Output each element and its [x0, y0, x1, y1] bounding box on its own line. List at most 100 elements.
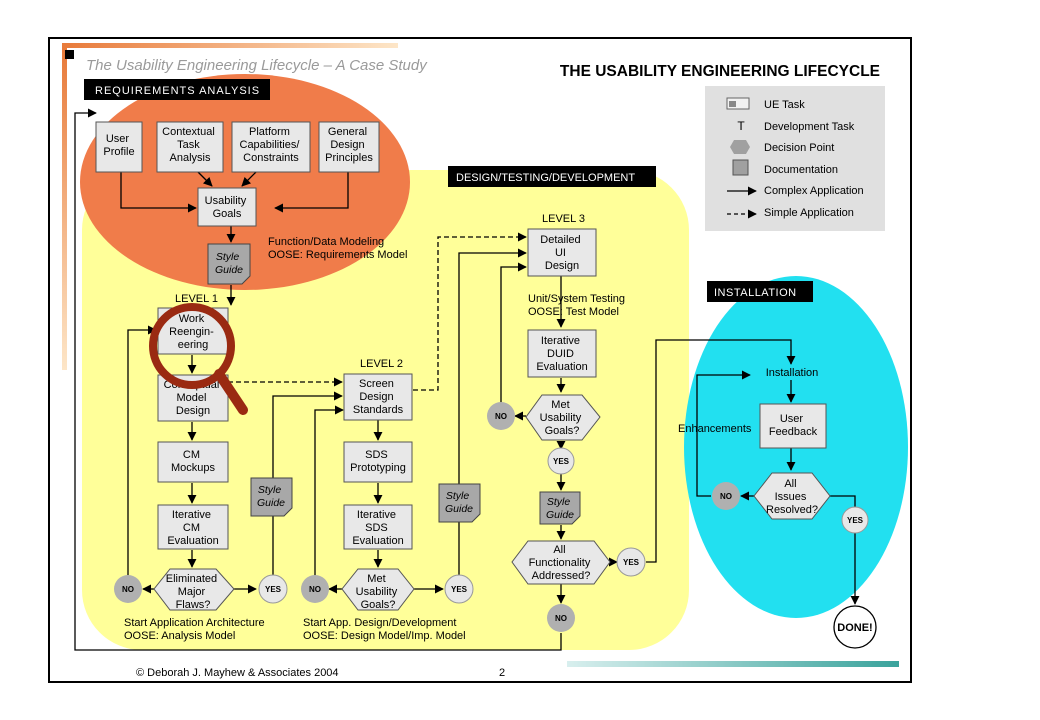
design-label: DESIGN/TESTING/DEVELOPMENT [456, 172, 635, 184]
top-accent-bar [62, 43, 398, 48]
requirements-dev-note: Function/Data Modeling OOSE: Requirement… [268, 236, 407, 261]
legend-label-development-task: Development Task [764, 121, 855, 133]
svg-text:YES: YES [623, 558, 640, 567]
svg-text:NO: NO [309, 585, 321, 594]
legend-panel [705, 86, 885, 231]
functionality-no-node: NO [547, 604, 575, 632]
flow-connectors [74, 108, 860, 651]
svg-text:User Profile: User Profile [103, 133, 134, 158]
ue-task-icon [726, 97, 750, 110]
installation-no-node: NO [712, 482, 740, 510]
slide-subtitle: The Usability Engineering Lifecycle – A … [86, 57, 428, 74]
level3-no-node: NO [487, 402, 515, 430]
svg-text:Iterative SDS Eval: Iterative SDS Evaluation [352, 509, 403, 547]
svg-text:All Functionality: All Functionality Addressed? [529, 544, 594, 582]
installation-label: INSTALLATION [714, 287, 797, 299]
svg-text:General Design Pri: General Design Principles [325, 126, 373, 164]
level3-label: LEVEL 3 [542, 213, 585, 225]
sds-prototyping-box: SDS Prototyping [343, 441, 413, 483]
legend-label-complex: Complex Application [764, 185, 864, 197]
svg-text:Iterative CM Evalu: Iterative CM Evaluation [167, 509, 218, 547]
documentation-icon [732, 159, 749, 176]
functionality-addressed-decision: All Functionality Addressed? [511, 540, 611, 585]
requirements-label: REQUIREMENTS ANALYSIS [95, 85, 260, 97]
eliminated-flaws-decision: Eliminated Major Flaws? [153, 568, 235, 611]
level2-label: LEVEL 2 [360, 358, 403, 370]
simple-path-connectors [228, 232, 527, 391]
bottom-accent-bar [567, 661, 899, 667]
svg-text:User Feedback: User Feedback [769, 413, 818, 438]
level1-label: LEVEL 1 [175, 293, 218, 305]
svg-text:DONE!: DONE! [837, 622, 872, 634]
enhancements-label: Enhancements [678, 423, 752, 435]
corner-square [65, 50, 74, 59]
svg-text:Screen Design Stan: Screen Design Standards [353, 378, 404, 416]
svg-text:Usability Goals: Usability Goals [205, 195, 250, 220]
svg-text:Detailed UI Design: Detailed UI Design [540, 234, 583, 272]
magnifier-icon [149, 303, 248, 415]
svg-text:YES: YES [265, 585, 282, 594]
iterative-cm-evaluation-box: Iterative CM Evaluation [157, 504, 229, 550]
left-accent-bar [62, 48, 67, 370]
all-issues-resolved-decision: All Issues Resolved? [753, 472, 831, 520]
level1-no-node: NO [114, 575, 142, 603]
contextual-task-analysis-box: Contextual Task Analysis [156, 121, 224, 173]
level2-no-node: NO [301, 575, 329, 603]
detailed-ui-design-box: Detailed UI Design [527, 228, 597, 277]
svg-text:Work Reengin- eeri: Work Reengin- eering [169, 313, 217, 351]
svg-text:Style Guide: Style Guide [445, 490, 473, 515]
requirements-label-bg [84, 79, 270, 100]
page-number: 2 [499, 667, 505, 679]
decision-point-icon [730, 140, 750, 154]
style-guide-doc-requirements: Style Guide [207, 243, 251, 285]
cm-mockups-box: CM Mockups [157, 441, 229, 483]
svg-text:Contextual Task An: Contextual Task Analysis [162, 126, 218, 164]
svg-text:Platform Capabilities/: Platform Capabilities/ Constraints [240, 126, 303, 164]
svg-text:All Issues Resolve: All Issues Resolved? [766, 478, 818, 516]
design-label-bg [448, 166, 656, 187]
legend-label-decision-point: Decision Point [764, 142, 834, 154]
level3-yes-node: YES [547, 447, 575, 475]
level2-usability-goals-decision: Met Usability Goals? [341, 568, 415, 611]
iterative-sds-evaluation-box: Iterative SDS Evaluation [343, 504, 413, 550]
svg-text:Met Usability Goal: Met Usability Goals? [540, 399, 585, 437]
screen-design-standards-box: Screen Design Standards [343, 373, 413, 421]
style-guide-doc-level1: Style Guide [250, 477, 293, 517]
functionality-yes-node: YES [616, 547, 646, 577]
svg-text:YES: YES [553, 457, 570, 466]
iterative-duid-evaluation-box: Iterative DUID Evaluation [527, 329, 597, 378]
copyright-footer: © Deborah J. Mayhew & Associates 2004 [136, 667, 339, 679]
user-feedback-box: User Feedback [759, 403, 827, 449]
level2-dev-note: Start App. Design/Development OOSE: Desi… [303, 617, 466, 642]
level2-yes-node: YES [444, 574, 474, 604]
svg-text:YES: YES [847, 516, 864, 525]
level1-yes-node: YES [258, 574, 288, 604]
legend-label-ue-task: UE Task [764, 99, 805, 111]
svg-text:Met Usability Goal: Met Usability Goals? [356, 573, 401, 611]
svg-text:Eliminated Major F: Eliminated Major Flaws? [166, 573, 220, 611]
style-guide-doc-level2: Style Guide [438, 483, 481, 523]
done-node: DONE! [833, 605, 877, 649]
legend: T UE Task Development Task Decision Poin… [705, 86, 885, 231]
legend-label-documentation: Documentation [764, 164, 838, 176]
svg-text:Style Guide: Style Guide [546, 496, 574, 521]
user-profile-box: User Profile [95, 121, 143, 173]
installation-step: Installation [766, 367, 819, 379]
svg-text:SDS Prototyping: SDS Prototyping [350, 449, 406, 474]
svg-text:NO: NO [122, 585, 134, 594]
installation-yes-node: YES [841, 506, 869, 534]
installation-label-bg [707, 281, 813, 302]
legend-label-simple: Simple Application [764, 207, 854, 219]
usability-goals-box: Usability Goals [197, 187, 257, 227]
svg-text:Iterative DUID Eva: Iterative DUID Evaluation [536, 335, 587, 373]
svg-text:Style Guide: Style Guide [215, 251, 243, 276]
general-design-principles-box: General Design Principles [318, 121, 380, 173]
svg-text:Style Guide: Style Guide [257, 484, 285, 509]
svg-text:NO: NO [555, 614, 567, 623]
slide-title: THE USABILITY ENGINEERING LIFECYCLE [560, 63, 880, 80]
level1-dev-note: Start Application Architecture OOSE: Ana… [124, 617, 268, 642]
svg-text:NO: NO [495, 412, 507, 421]
svg-text:CM Mockups: CM Mockups [171, 449, 216, 474]
level3-usability-goals-decision: Met Usability Goals? [525, 394, 601, 441]
